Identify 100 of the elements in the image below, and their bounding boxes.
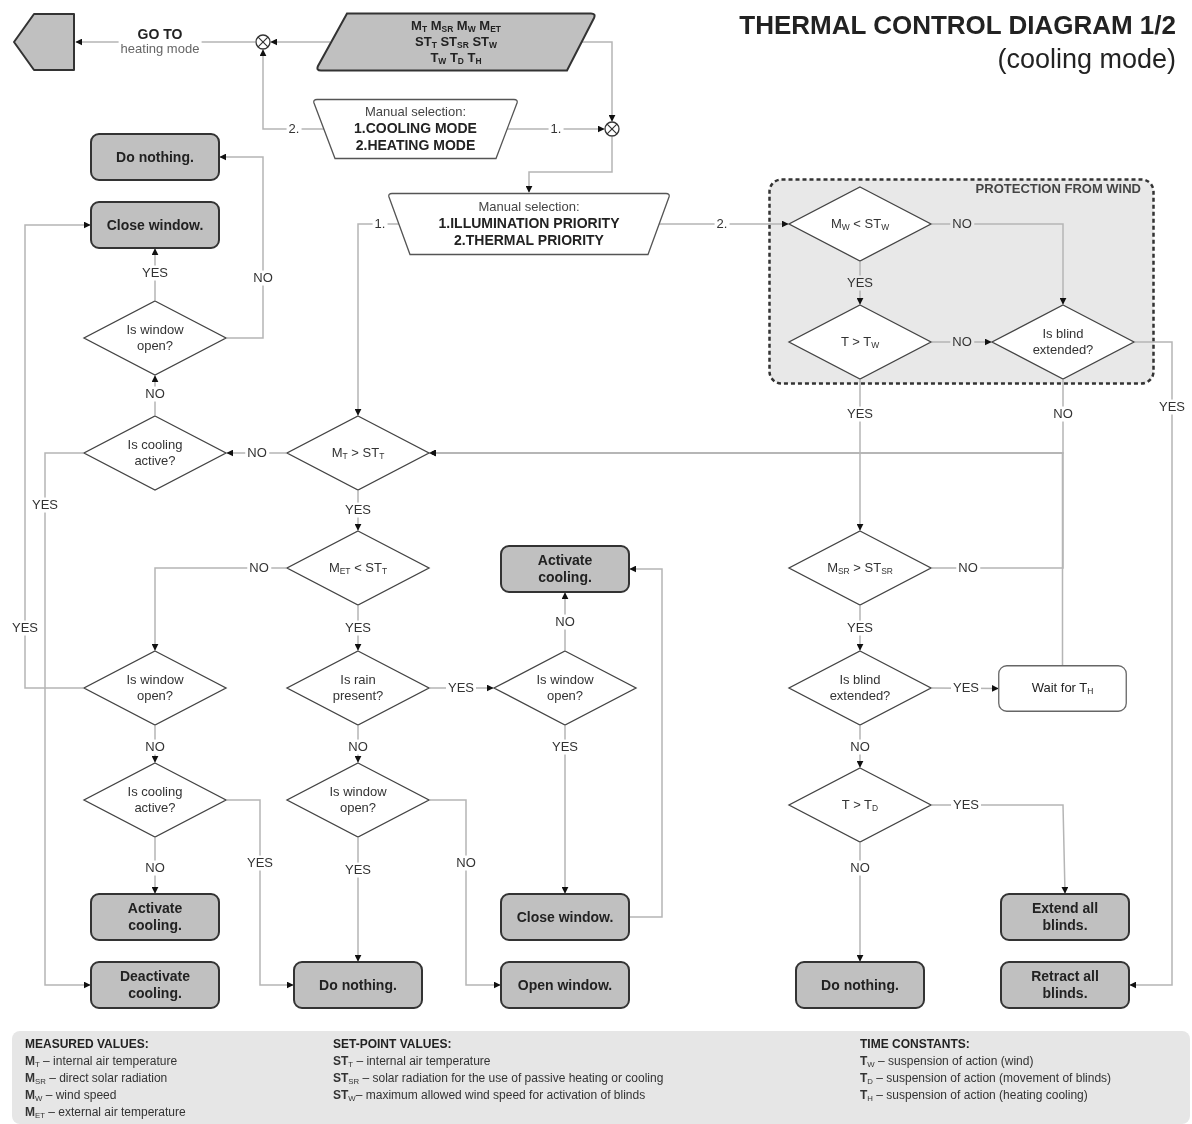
action-box [90,133,220,181]
decision-diamond [286,762,430,838]
arrow [525,136,613,193]
action-text: Deactivate cooling. [118,968,191,1002]
arrow [561,725,569,894]
decision-diamond [83,415,227,491]
process-box [998,665,1127,712]
arrow [219,153,264,339]
arrow [354,837,362,962]
action-box [500,893,630,941]
selection-text: Manual selection: [478,199,580,215]
decision-text: T > T$_{D}$ [841,796,879,814]
edge-label: YES [10,620,40,636]
edge-label: YES [343,620,373,636]
arrow [151,567,287,651]
subtitle: (cooling mode) [997,44,1176,75]
arrow [429,449,1064,666]
data-input-parallelogram [315,12,597,72]
decision-diamond [83,300,227,376]
arrow [226,449,287,457]
decision-diamond [286,530,430,606]
edge-label: NO [346,739,370,755]
selection-text: 2.HEATING MODE [355,136,476,154]
action-text: Do nothing. [116,148,194,166]
arrow [270,38,331,46]
process-text: Wait for T$_{H}$ [1031,680,1094,697]
decision-diamond [788,767,932,843]
decision-text: Is window open? [125,322,185,354]
edge-label: NO [553,614,577,630]
legend-entry: ST$_{T}$ – internal air temperature [333,1054,491,1069]
arrow [931,338,992,346]
action-box [500,961,630,1009]
edge-label: YES [845,620,875,636]
decision-text: Is blind extended? [828,672,892,704]
action-text: Do nothing. [821,976,899,994]
legend-entry: T$_{D}$ – suspension of action (movement of blinds) [860,1071,1112,1086]
legend-heading: MEASURED VALUES: [25,1037,149,1051]
decision-text: T > T$_{W}$ [840,333,880,351]
legend-entry: M$_{T}$ – internal air temperature [25,1054,178,1069]
decision-diamond [788,304,932,380]
edge-label: NO [143,386,167,402]
decision-diamond [493,650,637,726]
arrow [151,837,159,894]
action-box [1000,961,1130,1009]
edge-label: YES [845,406,875,422]
action-text: Extend all blinds. [1030,900,1100,934]
edge-label: YES [343,502,373,518]
decision-diamond [286,650,430,726]
manual-input-trapezoid [388,192,670,256]
edge-label: YES [1157,399,1187,415]
diagram-title: THERMAL CONTROL DIAGRAM 1/2 [739,10,1176,41]
decision-text: Is cooling active? [126,437,184,469]
action-text: Activate cooling. [536,552,594,586]
decision-text: M$_{SR}$ > ST$_{SR}$ [827,559,893,577]
edge-label: YES [550,739,580,755]
selection-text: 1.ILLUMINATION PRIORITY [438,215,620,232]
action-box [90,201,220,249]
action-box [293,961,423,1009]
variable-list-text: ST$_{T}$ ST$_{SR}$ ST$_{W}$ [415,33,497,51]
action-box [500,545,630,593]
legend-heading: SET-POINT VALUES: [333,1037,452,1051]
edge-label: YES [343,862,373,878]
decision-text: Is blind extended? [1031,326,1095,358]
action-box [1000,893,1130,941]
decision-diamond [83,762,227,838]
decision-text: Is window open? [328,784,388,816]
action-box [90,961,220,1009]
selection-text: Manual selection: [364,104,467,120]
summing-junction [255,34,271,50]
selection-text: 2.THERMAL PRIORITY [454,231,604,249]
edge-label: YES [245,855,275,871]
action-text: Close window. [516,908,614,926]
arrow [629,565,663,918]
variable-list-text: T$_{W}$ T$_{D}$ T$_{H}$ [430,50,482,67]
arrow [581,41,616,122]
arrow [24,221,91,689]
decision-text: Is rain present? [331,672,385,704]
legend-entry: M$_{W}$ – wind speed [25,1088,117,1103]
edge-label: YES [30,497,60,513]
arrow [1129,341,1173,989]
legend-entry: T$_{H}$ – suspension of action (heating cooling) [860,1088,1088,1103]
decision-text: Is window open? [535,672,595,704]
decision-text: M$_{W}$ < ST$_{W}$ [830,215,890,233]
edge-label: GO TO heating mode [118,26,202,58]
decision-text: M$_{ET}$ < ST$_{T}$ [328,559,388,577]
variable-list-text: M$_{T}$ M$_{SR}$ M$_{W}$ M$_{ET}$ [411,17,501,34]
edge-label: NO [848,860,872,876]
action-text: Do nothing. [319,976,397,994]
arrow [506,125,605,133]
offpage-connector [12,12,76,72]
arrow [226,799,294,989]
arrow [856,842,864,962]
arrow [354,223,400,416]
arrow [931,223,1067,305]
legend-entry: ST$_{W}$– maximum allowed wind speed for activation of blinds [333,1088,646,1103]
decision-diamond [788,186,932,262]
arrow [561,592,569,651]
decision-text: Is cooling active? [126,784,184,816]
action-text: Retract all blinds. [1030,968,1100,1002]
edge-label: NO [143,739,167,755]
